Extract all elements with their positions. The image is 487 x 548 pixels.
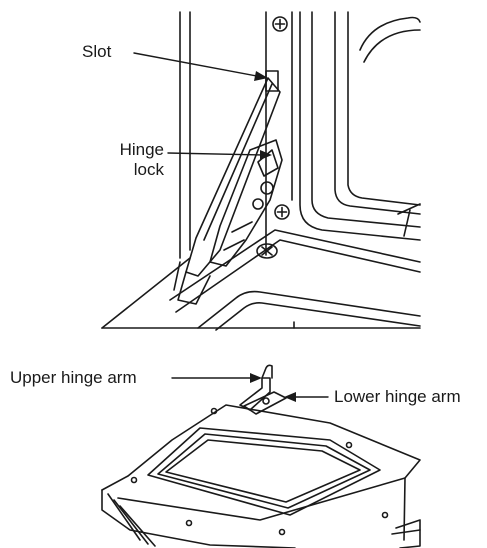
upper-screw-icon <box>273 17 287 31</box>
lower-screw-icon <box>275 205 289 219</box>
hinge-lock-label: Hinge lock <box>108 140 164 180</box>
slot-label: Slot <box>82 42 111 62</box>
oven-cavity-opening <box>300 12 420 240</box>
slot-leader-line <box>134 53 262 77</box>
hinge-lock-leader-line <box>168 153 264 155</box>
oven-side-wall <box>180 12 190 258</box>
hinge-lock-label-line1: Hinge <box>108 140 164 160</box>
lower-hinge-arm-label: Lower hinge arm <box>334 387 461 407</box>
lower-hinge-arm-leader-arrowhead <box>284 392 296 402</box>
leader-lines <box>134 53 328 402</box>
upper-hinge-arm-leader-arrowhead <box>250 373 262 383</box>
hinge-lock-label-line2: lock <box>108 160 164 180</box>
upper-hinge-arm-label: Upper hinge arm <box>10 368 137 388</box>
floor-screw-icon <box>257 244 277 258</box>
